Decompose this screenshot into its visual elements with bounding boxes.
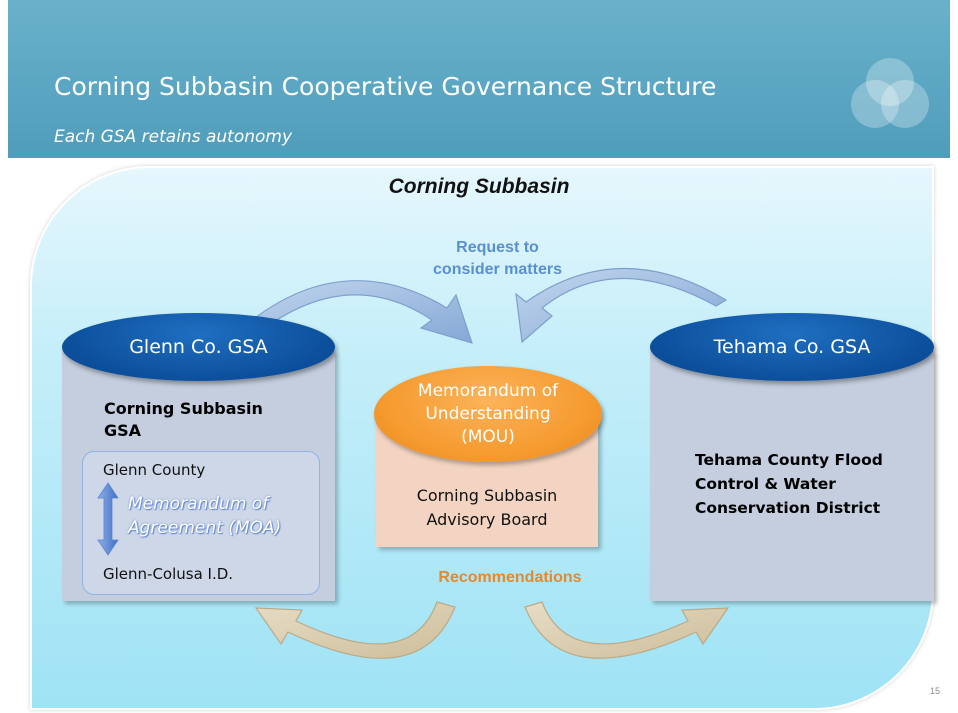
advisory-board-label: Corning Subbasin Advisory Board — [376, 484, 598, 532]
page-number: 15 — [930, 686, 941, 696]
mou-line1: Memorandum of — [417, 380, 559, 401]
tehama-gsa-label: Tehama Co. GSA — [713, 336, 871, 358]
tehama-gsa-oval: Tehama Co. GSA — [650, 313, 934, 381]
glenn-gsa-label: Glenn Co. GSA — [129, 336, 268, 358]
district-line3: Conservation District — [695, 499, 881, 517]
request-arrow-left — [239, 280, 473, 344]
recommendation-arrow-right — [524, 601, 730, 659]
glenn-colusa-label: Glenn-Colusa I.D. — [103, 565, 234, 583]
request-label-line2: consider matters — [433, 261, 562, 278]
request-label: Request to consider matters — [395, 237, 600, 281]
recommendations-label: Recommendations — [438, 569, 582, 586]
gsa-name-line2: GSA — [104, 421, 142, 440]
mou-oval: Memorandum of Understanding (MOU) — [374, 366, 602, 462]
panel-title: Corning Subbasin — [388, 175, 570, 198]
moa-label-line1: Memorandum of — [128, 494, 269, 514]
slide-title: Corning Subbasin Cooperative Governance … — [54, 72, 717, 101]
tehama-district-label: Tehama County Flood Control & Water Cons… — [695, 448, 883, 520]
slide-header — [8, 0, 950, 158]
tehama-gsa-box — [650, 351, 934, 601]
double-arrow-icon — [97, 482, 119, 556]
logo-icon — [851, 58, 929, 128]
board-line2: Advisory Board — [426, 510, 548, 529]
glenn-gsa-oval: Glenn Co. GSA — [62, 313, 335, 381]
mou-line3: (MOU) — [461, 426, 515, 447]
request-arrow-right — [515, 267, 728, 344]
district-line1: Tehama County Flood — [695, 451, 883, 469]
moa-box — [82, 451, 320, 595]
mou-line2: Understanding — [425, 403, 551, 424]
slide-subtitle: Each GSA retains autonomy — [54, 127, 293, 147]
moa-label: Memorandum of Agreement (MOA) — [128, 492, 281, 540]
board-line1: Corning Subbasin — [416, 486, 558, 505]
recommendation-arrow-left — [254, 601, 456, 659]
corning-subbasin-gsa-label: Corning Subbasin GSA — [104, 398, 263, 442]
moa-label-line2: Agreement (MOA) — [128, 518, 282, 538]
district-line2: Control & Water — [695, 475, 836, 493]
gsa-name-line1: Corning Subbasin — [104, 399, 263, 418]
glenn-county-label: Glenn County — [103, 461, 206, 479]
mou-oval-text: Memorandum of Understanding (MOU) — [418, 380, 558, 449]
request-label-line1: Request to — [456, 239, 539, 256]
